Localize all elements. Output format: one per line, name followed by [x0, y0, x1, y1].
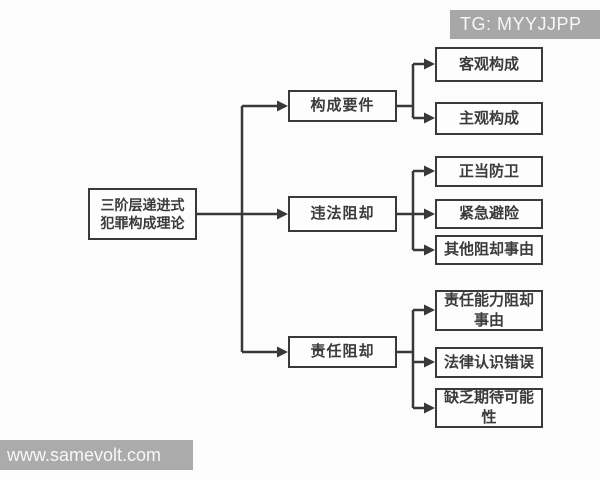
node-leaf-mistake-of-law: 法律认识错误 — [435, 347, 543, 378]
arrowhead-right-icon — [424, 58, 435, 70]
node-label: 构成要件 — [310, 97, 375, 115]
arrowhead-right-icon — [424, 304, 435, 316]
watermark-website-text: www.samevolt.com — [7, 444, 162, 465]
arrowhead-right-icon — [424, 208, 435, 220]
node-label: 客观构成 — [458, 55, 519, 73]
arrowhead-right-icon — [277, 346, 288, 358]
node-label: 法律认识错误 — [443, 353, 534, 371]
watermark-website-banner: www.samevolt.com — [0, 440, 193, 470]
node-root-label: 三阶层递进式犯罪构成理论 — [100, 196, 185, 231]
node-branch-constituent-elements: 构成要件 — [288, 90, 397, 122]
node-branch-illegality-preclusion: 违法阻却 — [288, 196, 397, 232]
node-leaf-objective-constitution: 客观构成 — [435, 47, 543, 82]
node-label: 缺乏期待可能性 — [443, 389, 534, 426]
node-label: 其他阻却事由 — [443, 241, 534, 259]
node-leaf-emergency-avoidance: 紧急避险 — [435, 199, 543, 229]
arrowhead-right-icon — [424, 244, 435, 256]
node-root: 三阶层递进式犯罪构成理论 — [88, 188, 197, 240]
node-label: 责任阻却 — [310, 343, 375, 361]
arrowhead-right-icon — [424, 165, 435, 177]
arrowhead-right-icon — [277, 100, 288, 112]
node-branch-culpability-preclusion: 责任阻却 — [288, 336, 397, 368]
arrowhead-right-icon — [424, 402, 435, 414]
node-label: 正当防卫 — [458, 162, 519, 180]
node-leaf-capacity-preclusion-grounds: 责任能力阻却事由 — [435, 290, 543, 331]
arrowhead-right-icon — [424, 112, 435, 124]
watermark-telegram-text: TG: MYYJJPP — [460, 14, 582, 34]
arrowhead-right-icon — [424, 356, 435, 368]
node-label: 紧急避险 — [458, 205, 519, 223]
node-label: 责任能力阻却事由 — [443, 291, 534, 329]
node-leaf-justifiable-defense: 正当防卫 — [435, 156, 543, 187]
node-leaf-lack-of-expectability: 缺乏期待可能性 — [435, 388, 543, 428]
watermark-telegram-banner: TG: MYYJJPP — [450, 10, 600, 39]
arrowhead-right-icon — [277, 208, 288, 220]
node-label: 违法阻却 — [310, 205, 375, 223]
node-leaf-subjective-constitution: 主观构成 — [435, 102, 543, 135]
node-leaf-other-preclusion-grounds: 其他阻却事由 — [435, 235, 543, 265]
node-label: 主观构成 — [458, 109, 519, 127]
